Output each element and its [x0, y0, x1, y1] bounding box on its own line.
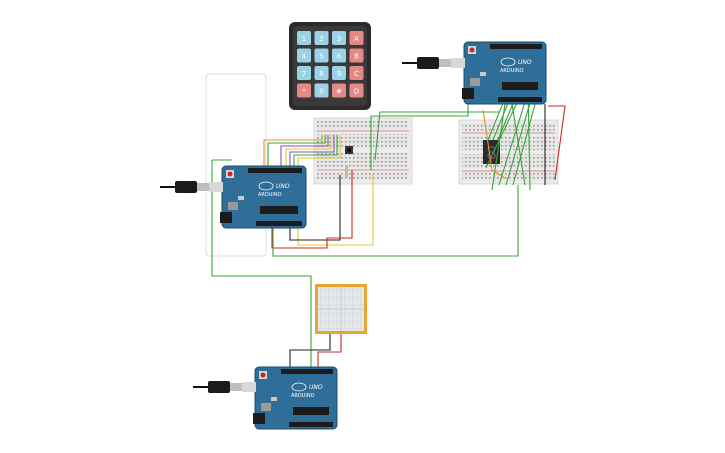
keypad-key[interactable]: 1 [297, 31, 311, 45]
keypad-keys: 1 2 3 A 4 5 6 B 7 8 9 C * 0 # D [297, 31, 364, 98]
keypad-key-label: D [354, 88, 359, 96]
keypad-key[interactable]: * [297, 83, 311, 98]
seven-segment-display[interactable]: 8 [483, 140, 500, 164]
keypad-key-label: 9 [337, 70, 341, 78]
keypad-key-label: 5 [319, 53, 323, 61]
keypad-key[interactable]: 0 [314, 83, 329, 98]
keypad-key[interactable]: 2 [314, 31, 329, 45]
keypad-key[interactable]: A [349, 31, 364, 45]
keypad-key[interactable]: 5 [314, 48, 329, 63]
faint-outline-frame [205, 73, 267, 257]
usb-cable-bottom[interactable] [193, 381, 256, 393]
keypad-4x4[interactable]: 1 2 3 A 4 5 6 B 7 8 9 C * 0 # D [289, 22, 371, 134]
arduino-brand-label: ARDUINO [500, 68, 524, 74]
keypad-key[interactable]: 4 [297, 48, 311, 63]
keypad-key[interactable]: B [349, 48, 364, 63]
keypad-key[interactable]: 3 [332, 31, 346, 45]
keypad-key-label: 1 [302, 35, 306, 43]
arduino-uno-label: UNO [276, 183, 290, 190]
keypad-key-label: 8 [319, 70, 323, 78]
keypad-key-label: 6 [337, 53, 342, 61]
keypad-key-label: 0 [319, 88, 323, 96]
breadboard-right[interactable] [458, 119, 559, 185]
keypad-key[interactable]: C [349, 66, 364, 80]
keypad-key[interactable]: # [332, 83, 346, 98]
keypad-key-label: * [302, 88, 306, 96]
arduino-uno-label: UNO [518, 59, 532, 66]
arduino-uno-middle[interactable]: UNO ARDUINO [220, 165, 307, 229]
seven-segment-digit: 8 [486, 143, 497, 164]
keypad-key-label: A [354, 35, 359, 43]
usb-cable-top-right[interactable] [402, 57, 465, 69]
arduino-uno-top-right[interactable]: UNO ARDUINO [462, 41, 547, 105]
keypad-key-label: # [336, 88, 342, 96]
keypad-key[interactable]: 9 [332, 66, 346, 80]
keypad-key-label: 7 [302, 70, 306, 78]
breadboard-middle[interactable] [313, 117, 413, 185]
resistor [345, 165, 348, 177]
arduino-uno-bottom[interactable]: UNO ARDUINO [253, 366, 338, 430]
arduino-uno-label: UNO [309, 384, 323, 391]
arduino-brand-label: ARDUINO [291, 393, 315, 399]
keypad-key-label: 3 [337, 35, 341, 43]
keypad-key[interactable]: 7 [297, 66, 311, 80]
keypad-key-label: 4 [302, 53, 307, 61]
pushbutton[interactable] [345, 146, 353, 154]
touch-panel[interactable] [315, 284, 367, 334]
usb-cable-middle[interactable] [160, 181, 223, 193]
keypad-key[interactable]: 6 [332, 48, 346, 63]
keypad-key-label: 2 [319, 35, 323, 43]
arduino-brand-label: ARDUINO [258, 192, 282, 198]
keypad-key[interactable]: 8 [314, 66, 329, 80]
keypad-key[interactable]: D [349, 83, 364, 98]
keypad-key-label: B [354, 53, 359, 61]
keypad-key-label: C [354, 70, 359, 78]
